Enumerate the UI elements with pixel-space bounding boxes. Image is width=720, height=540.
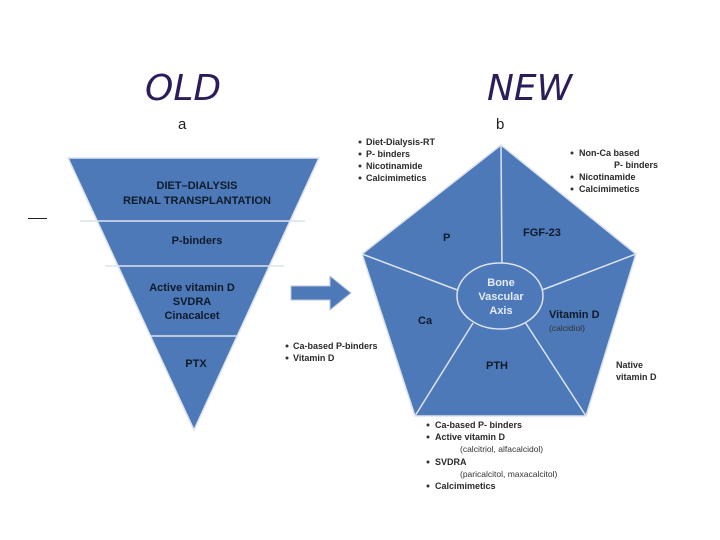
note-calcimimetics: Calcimimetics (366, 173, 427, 183)
note-native: Native (616, 360, 643, 370)
spoke-bottom-right (524, 321, 587, 417)
note-native-vitamin-d: vitamin D (616, 372, 657, 382)
notes-right: Native vitamin D (616, 360, 657, 382)
level-3-line-1: Active vitamin D (149, 282, 235, 294)
inverted-pyramid: DIET–DIALYSIS RENAL TRANSPLANTATION P-bi… (66, 157, 321, 432)
bullet-dot (358, 140, 362, 144)
note-ca-based-p-binders: Ca-based P-binders (293, 341, 378, 351)
note-calcimimetics-3: Calcimimetics (435, 481, 496, 491)
notes-left: Ca-based P-binders Vitamin D (285, 341, 378, 363)
notes-top-left: Diet-Dialysis-RT P- binders Nicotinamide… (358, 137, 436, 183)
panel-a-letter: a (178, 116, 187, 133)
note-active-vitamin-d: Active vitamin D (435, 432, 506, 442)
bullet-dot (358, 176, 362, 180)
segment-ca: Ca (418, 315, 433, 327)
center-line-1: Bone (487, 277, 515, 289)
center-line-3: Axis (489, 305, 512, 317)
spoke-bottom-left (414, 322, 474, 417)
notes-bottom: Ca-based P- binders Active vitamin D (ca… (426, 420, 557, 491)
note-diet-dialysis-rt: Diet-Dialysis-RT (366, 137, 436, 147)
bullet-dot (426, 423, 430, 427)
note-non-ca-based: Non-Ca based (579, 148, 640, 158)
note-non-ca-p-binders: P- binders (614, 160, 658, 170)
note-p-binders: P- binders (366, 149, 410, 159)
note-vitamin-d: Vitamin D (293, 353, 335, 363)
spoke-left (361, 253, 461, 292)
bullet-dot (426, 484, 430, 488)
margin-dash (28, 218, 47, 219)
level-3-line-2: SVDRA (173, 296, 212, 308)
right-arrow-icon (290, 274, 352, 312)
segment-vitamin-d-sub: (calcidiol) (549, 323, 585, 333)
note-calcimimetics-2: Calcimimetics (579, 184, 640, 194)
note-nicotinamide: Nicotinamide (366, 161, 423, 171)
segment-vitamin-d: Vitamin D (549, 309, 600, 321)
note-ca-based-p-binders-2: Ca-based P- binders (435, 420, 522, 430)
bullet-dot (285, 356, 289, 360)
segment-fgf23: FGF-23 (523, 227, 561, 239)
note-svdra-sub: (paricalcitol, maxacalcitol) (460, 469, 557, 479)
note-active-vitamin-d-sub: (calcitriol, alfacalcidol) (460, 444, 543, 454)
panel-b-letter: b (496, 116, 504, 133)
new-heading: NEW (487, 68, 573, 109)
note-nicotinamide-2: Nicotinamide (579, 172, 636, 182)
level-1-line-1: DIET–DIALYSIS (157, 180, 238, 192)
bullet-dot (358, 164, 362, 168)
bullet-dot (570, 151, 574, 155)
note-svdra: SVDRA (435, 457, 467, 467)
bullet-dot (358, 152, 362, 156)
spoke-right (541, 253, 637, 291)
old-heading: OLD (145, 68, 222, 109)
notes-top-right: Non-Ca based P- binders Nicotinamide Cal… (570, 148, 658, 194)
pyramid-shape (66, 157, 321, 432)
center-line-2: Vascular (478, 291, 524, 303)
segment-pth: PTH (486, 360, 508, 372)
segment-p: P (443, 232, 450, 244)
bullet-dot (426, 435, 430, 439)
level-3-line-3: Cinacalcet (164, 310, 219, 322)
level-4-label: PTX (185, 358, 207, 370)
bullet-dot (570, 175, 574, 179)
bullet-dot (570, 187, 574, 191)
bullet-dot (426, 460, 430, 464)
center-ellipse (456, 262, 544, 330)
bullet-dot (285, 344, 289, 348)
spoke-top (500, 144, 503, 271)
level-1-line-2: RENAL TRANSPLANTATION (123, 195, 271, 207)
pentagon-diagram: Bone Vascular Axis P FGF-23 Vitamin D (c… (361, 144, 637, 417)
level-2-label: P-binders (172, 235, 223, 247)
